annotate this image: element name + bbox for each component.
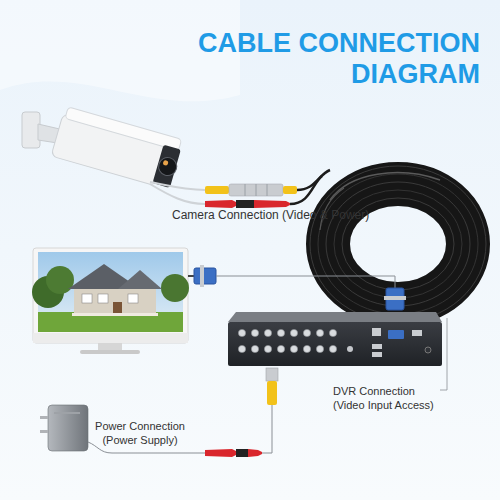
- dc-plug: [236, 449, 248, 457]
- cable: [290, 176, 322, 204]
- bnc-port: [290, 345, 297, 352]
- bnc-plug: [266, 368, 278, 405]
- tree: [161, 274, 189, 302]
- cable-coil: [310, 166, 486, 322]
- bnc-port: [251, 329, 258, 336]
- dc-power-connector: [205, 200, 290, 208]
- leader-line: [440, 390, 447, 391]
- yellow-sleeve: [205, 186, 229, 194]
- vga-plug: [194, 265, 216, 287]
- porch: [72, 313, 158, 316]
- coil-winding: [310, 166, 486, 322]
- bnc-port: [251, 345, 258, 352]
- barrel-ridge: [267, 184, 268, 196]
- house-window: [82, 294, 92, 303]
- cable: [262, 405, 272, 453]
- red-sleeve: [205, 449, 236, 457]
- red-sleeve: [254, 200, 290, 208]
- lawn: [38, 312, 183, 332]
- bullet-camera: [22, 106, 185, 190]
- house-roof: [118, 270, 162, 289]
- bnc-metal: [266, 368, 278, 381]
- adapter-body: [48, 405, 88, 451]
- monitor: [32, 248, 189, 354]
- camera-mount: [22, 112, 40, 148]
- vga-port: [388, 330, 404, 339]
- bnc-port: [277, 345, 284, 352]
- coil-winding: [318, 174, 478, 314]
- connection-label: Camera Connection (Video & Power): [172, 208, 402, 224]
- connection-label: Power Connection (Power Supply): [88, 419, 192, 448]
- usb-port: [372, 352, 382, 357]
- tree: [46, 266, 74, 294]
- house-wall: [74, 286, 156, 316]
- bnc-port: [264, 329, 271, 336]
- coil-body: [328, 184, 468, 304]
- bnc-port: [303, 329, 310, 336]
- metal-barrel: [229, 184, 283, 196]
- monitor-screen: [38, 252, 183, 332]
- dvr-recorder: [228, 312, 442, 366]
- coil-winding: [334, 190, 462, 298]
- power-port: [425, 347, 431, 353]
- bnc-port: [238, 329, 245, 336]
- adapter-prong: [40, 416, 48, 419]
- coil-highlight: [330, 173, 440, 200]
- dc-plug: [236, 200, 254, 208]
- leader-line: [447, 318, 448, 390]
- camera-hood: [65, 107, 182, 151]
- diagram-title: CABLE CONNECTION DIAGRAM: [180, 28, 480, 90]
- bnc-port: [316, 329, 323, 336]
- bnc-port: [329, 345, 336, 352]
- adapter-vent: [54, 412, 80, 414]
- usb-port: [372, 344, 382, 349]
- coil-winding: [326, 182, 470, 306]
- red-sleeve: [248, 449, 262, 457]
- connection-label: DVR Connection (Video Input Access): [333, 384, 441, 413]
- monitor-frame: [33, 248, 188, 343]
- bnc-port: [329, 329, 336, 336]
- red-sleeve: [205, 200, 236, 208]
- bnc-ports: [238, 329, 336, 352]
- power-adapter: [40, 405, 88, 451]
- monitor-chin: [33, 333, 188, 343]
- house-window: [98, 294, 108, 303]
- monitor-base: [80, 350, 140, 354]
- yellow-sleeve: [283, 186, 297, 194]
- dvr-front: [228, 322, 442, 366]
- audio-port: [347, 346, 353, 352]
- lens-glint: [163, 160, 169, 166]
- dvr-top: [228, 312, 442, 322]
- vga-cable: [188, 275, 194, 277]
- vga-cable: [216, 276, 395, 288]
- vga-plug: [384, 288, 406, 310]
- dc-power-connector: [205, 449, 262, 457]
- vga-screw: [200, 265, 204, 287]
- ethernet-port: [372, 328, 381, 336]
- vga-plug-body: [194, 268, 216, 284]
- yellow-sleeve: [267, 381, 277, 405]
- hdmi-port: [412, 330, 422, 336]
- camera-body-group: [51, 106, 185, 190]
- adapter-prong: [40, 430, 48, 433]
- camera-wire: [150, 184, 205, 204]
- house-window: [128, 294, 138, 303]
- barrel-ridge: [245, 184, 246, 196]
- bnc-port: [238, 345, 245, 352]
- vga-screw: [384, 296, 406, 300]
- camera-face: [153, 145, 181, 188]
- bnc-port: [303, 345, 310, 352]
- bnc-video-connector: [205, 184, 297, 196]
- bnc-port: [277, 329, 284, 336]
- monitor-neck: [98, 343, 122, 351]
- bnc-port: [290, 329, 297, 336]
- bnc-port: [316, 345, 323, 352]
- camera-lens: [157, 155, 179, 177]
- barrel-ridge: [256, 184, 257, 196]
- bnc-port: [264, 345, 271, 352]
